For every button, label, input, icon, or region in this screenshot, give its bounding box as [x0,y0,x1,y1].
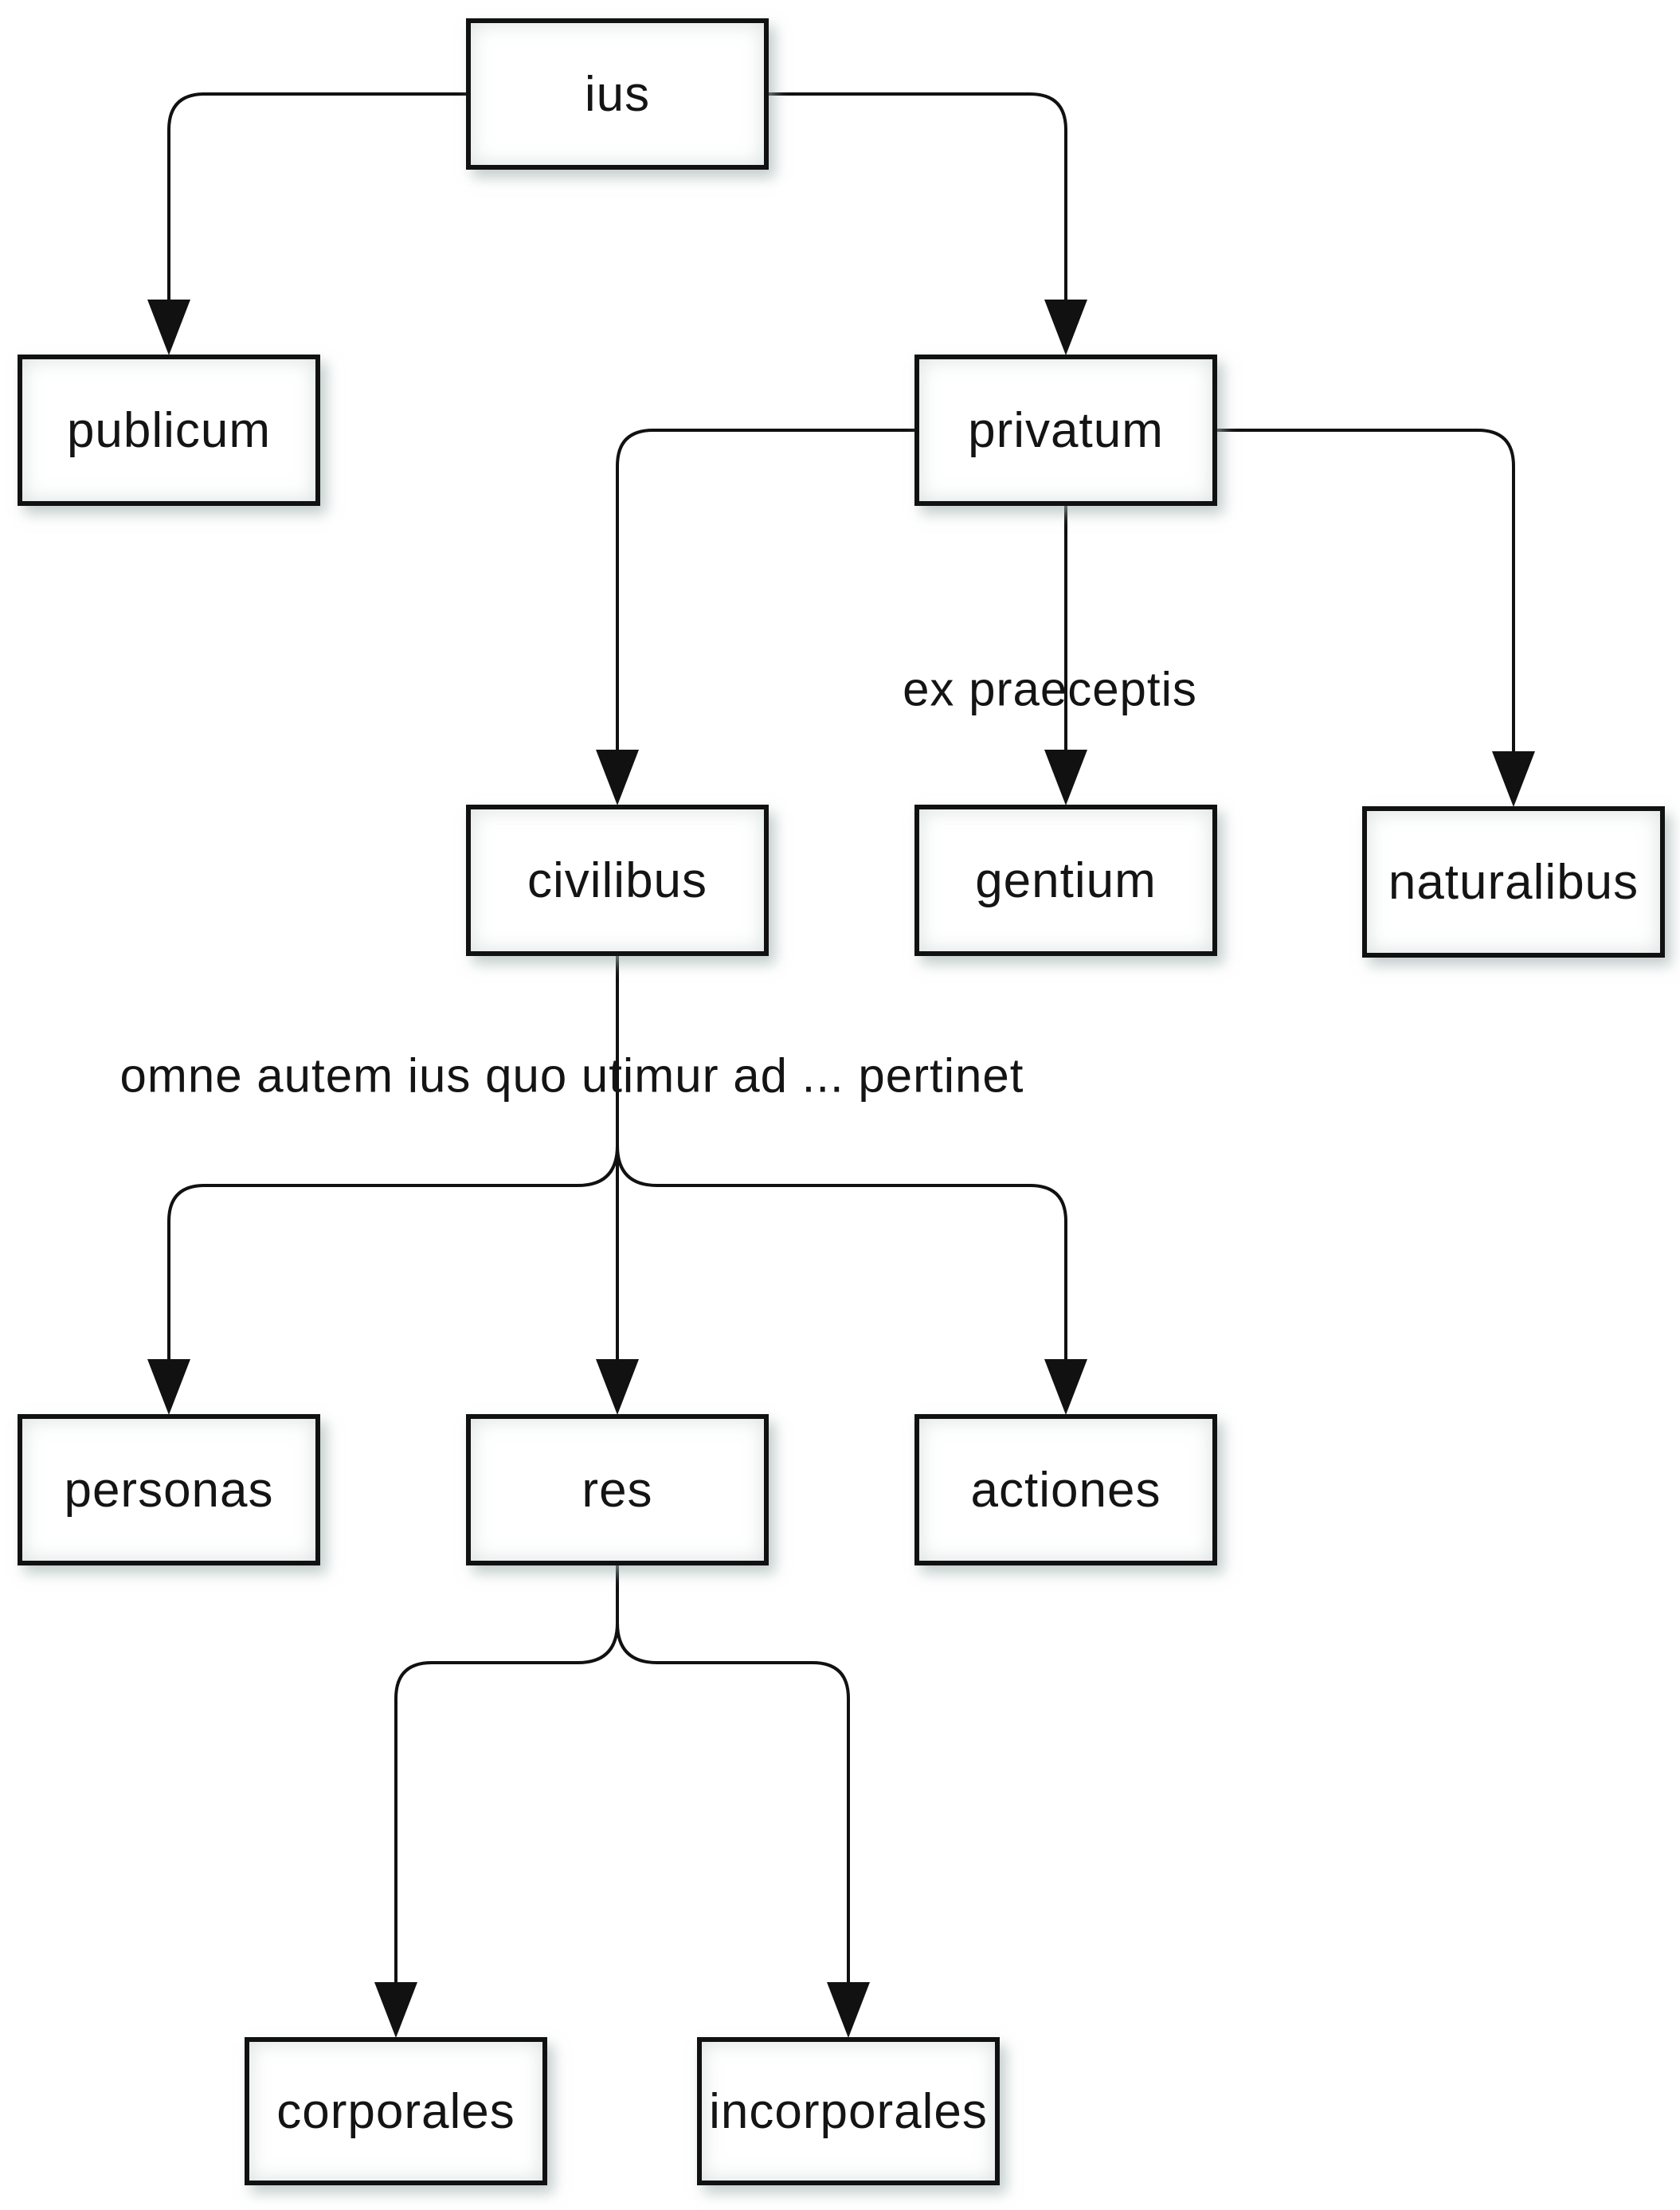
connector-privatum-naturalibus [1217,429,1515,753]
arrowhead-corporales [374,1982,417,2038]
connector-ius-publicum [167,92,466,303]
edge-label-ex-praeceptis: ex praeceptis [903,662,1197,716]
node-res: res [466,1414,769,1565]
connector-privatum-civilibus [616,429,914,753]
node-ius: ius [466,18,769,170]
node-gentium: gentium [914,805,1217,956]
arrowhead-civilibus [596,750,639,805]
node-personas-label: personas [64,1462,274,1518]
node-privatum: privatum [914,355,1217,506]
node-naturalibus: naturalibus [1362,806,1665,958]
arrowhead-actiones [1044,1359,1087,1415]
arrowhead-privatum [1044,300,1087,355]
arrowhead-res [596,1359,639,1415]
connector-ius-privatum [769,92,1067,303]
edge-label-omne-autem: omne autem ius quo utimur ad ... pertine… [119,1048,1024,1103]
connector-civilibus-personas [167,1145,619,1359]
node-res-label: res [582,1462,653,1518]
node-personas: personas [18,1414,320,1565]
node-publicum-label: publicum [66,402,272,458]
arrowhead-publicum [147,300,190,355]
arrowhead-naturalibus [1492,751,1535,807]
node-corporales-label: corporales [276,2083,515,2139]
node-gentium-label: gentium [975,852,1157,908]
node-civilibus-label: civilibus [527,852,708,908]
node-publicum: publicum [18,355,320,506]
connector-res-corporales [394,1622,619,1982]
arrowhead-incorporales [827,1982,870,2038]
node-corporales: corporales [245,2037,547,2185]
connector-civilibus-actiones [616,1145,1067,1359]
node-ius-label: ius [584,66,651,122]
node-actiones: actiones [914,1414,1217,1565]
node-incorporales: incorporales [697,2037,1000,2185]
node-actiones-label: actiones [970,1462,1161,1518]
node-privatum-label: privatum [968,402,1164,458]
arrowhead-gentium [1044,750,1087,805]
node-naturalibus-label: naturalibus [1388,854,1639,910]
arrowhead-personas [147,1359,190,1415]
node-incorporales-label: incorporales [709,2083,988,2139]
node-civilibus: civilibus [466,805,769,956]
connector-res-incorporales [616,1622,850,1982]
